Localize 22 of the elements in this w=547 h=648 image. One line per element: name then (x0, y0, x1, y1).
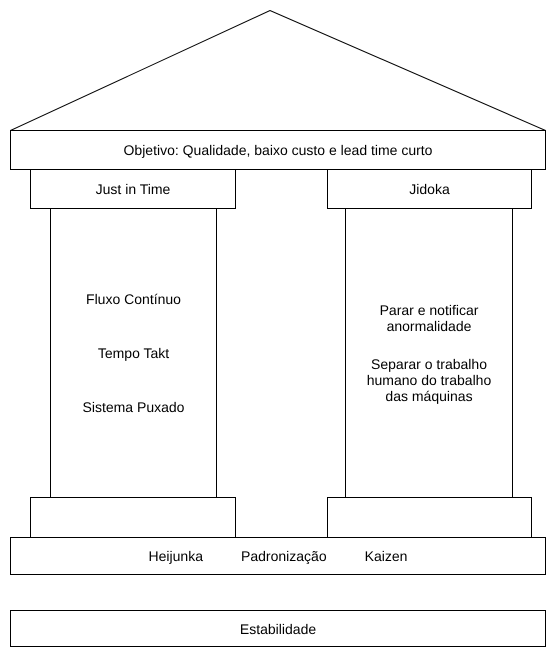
goal-band (10, 130, 546, 170)
label: Jidoka (409, 181, 450, 197)
foundation-band (10, 537, 546, 575)
label: Separar o trabalho humano do trabalho das máquinas (366, 356, 492, 404)
pillar-column (50, 208, 217, 498)
label: Estabilidade (240, 620, 316, 636)
label: Just in Time (96, 181, 170, 197)
roof-triangle (10, 10, 546, 131)
label: Kaizen (364, 548, 408, 564)
pillar-capital (30, 169, 236, 209)
pillar-capital (327, 169, 532, 209)
pillar-base (327, 497, 532, 538)
label: Fluxo Contínuo (86, 291, 181, 307)
label: Parar e notificar anormalidade (378, 302, 480, 334)
label: Objetivo: Qualidade, baixo custo e lead time curto (124, 142, 432, 158)
base-band (10, 610, 546, 647)
label: Sistema Puxado (82, 399, 184, 415)
label: Tempo Takt (98, 345, 170, 361)
pillar-base (30, 497, 236, 538)
label: Padronização (241, 548, 327, 564)
label: Heijunka (148, 548, 204, 564)
pillar-column (345, 208, 513, 498)
